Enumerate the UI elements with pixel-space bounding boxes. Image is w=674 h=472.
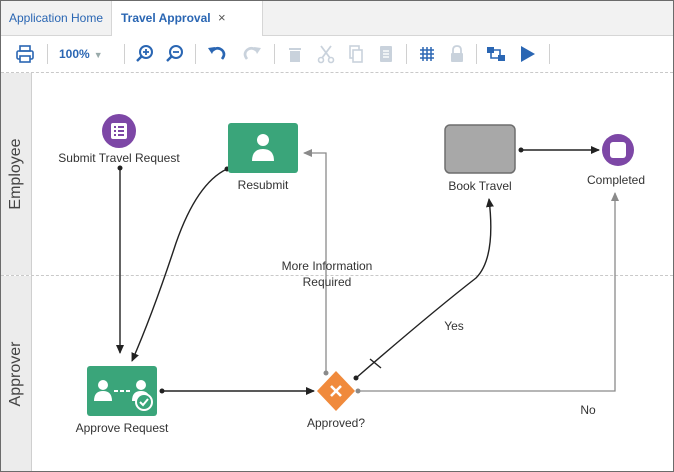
edge-submit-to-approve[interactable] — [116, 165, 124, 354]
validate-icon[interactable] — [485, 43, 507, 65]
task-resubmit[interactable] — [228, 123, 298, 173]
completed-label: Completed — [586, 173, 646, 187]
toolbar-separator — [274, 44, 275, 64]
lane-approver-header[interactable]: Approver — [1, 276, 32, 471]
form-icon — [111, 123, 127, 139]
grid-icon[interactable] — [416, 43, 438, 65]
edge-gateway-no-to-completed[interactable] — [355, 192, 619, 394]
edge-resubmit-to-approve[interactable] — [131, 166, 230, 362]
toolbar-separator — [549, 44, 550, 64]
tab-travel-approval-label: Travel Approval — [121, 11, 211, 25]
toolbar-separator — [47, 44, 48, 64]
paste-icon[interactable] — [375, 43, 397, 65]
print-icon[interactable] — [14, 43, 36, 65]
end-event-completed[interactable] — [602, 134, 634, 166]
lane-employee-header[interactable]: Employee — [1, 73, 32, 275]
zoom-select[interactable]: 100%▼ — [59, 47, 103, 61]
task-approve-request[interactable] — [87, 366, 157, 416]
zoom-out-icon[interactable] — [164, 43, 186, 65]
run-icon[interactable] — [516, 43, 538, 65]
zoom-value: 100% — [59, 47, 90, 61]
edge-gateway-yes-to-book[interactable] — [353, 198, 494, 381]
toolbar-separator — [406, 44, 407, 64]
process-diagram — [87, 114, 634, 416]
copy-icon[interactable] — [345, 43, 367, 65]
tab-travel-approval[interactable]: Travel Approval × — [112, 1, 263, 36]
lock-icon[interactable] — [446, 43, 468, 65]
book-travel-label: Book Travel — [448, 179, 512, 193]
toolbar-separator — [476, 44, 477, 64]
delete-icon[interactable] — [284, 43, 306, 65]
user-icon — [252, 134, 274, 161]
check-badge-icon — [135, 393, 153, 411]
task-book-travel[interactable] — [444, 124, 516, 174]
toolbar-separator — [195, 44, 196, 64]
chevron-down-icon: ▼ — [93, 50, 103, 60]
exclusive-x-icon — [330, 385, 342, 397]
submit-label: Submit Travel Request — [58, 151, 180, 165]
edge-book-to-completed[interactable] — [518, 146, 600, 154]
zoom-in-icon[interactable] — [134, 43, 156, 65]
no-label: No — [580, 403, 596, 417]
gateway-label: Approved? — [306, 416, 366, 430]
start-event-submit[interactable] — [102, 114, 136, 148]
toolbar-separator — [124, 44, 125, 64]
lane-divider — [1, 275, 673, 276]
tab-bar: Application Home Travel Approval × — [1, 1, 673, 36]
close-icon[interactable]: × — [218, 10, 226, 25]
more-info-label-line1: More Information — [281, 259, 373, 273]
redo-icon[interactable] — [241, 43, 263, 65]
cut-icon[interactable] — [315, 43, 337, 65]
more-info-label-line2: Required — [302, 275, 352, 289]
edge-gateway-to-resubmit[interactable] — [303, 149, 329, 376]
edge-approve-to-gateway[interactable] — [159, 387, 315, 395]
resubmit-label: Resubmit — [237, 178, 289, 192]
approve-request-label: Approve Request — [75, 421, 169, 435]
undo-icon[interactable] — [206, 43, 228, 65]
yes-label: Yes — [444, 319, 464, 333]
toolbar: 100%▼ — [1, 36, 673, 73]
tab-application-home[interactable]: Application Home — [1, 1, 112, 35]
diagram-canvas[interactable]: Employee Approver — [1, 73, 673, 471]
gateway-approved[interactable] — [317, 371, 355, 411]
